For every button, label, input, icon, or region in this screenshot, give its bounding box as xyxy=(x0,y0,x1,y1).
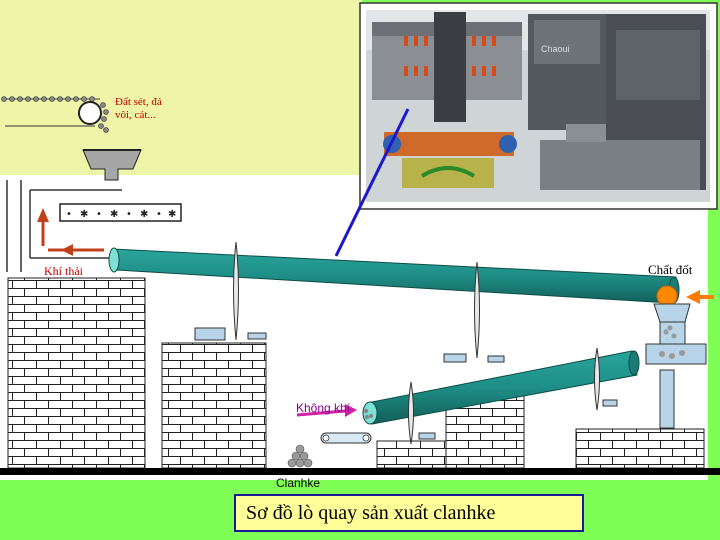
svg-text:✱: ✱ xyxy=(110,209,118,220)
svg-text:✱: ✱ xyxy=(140,209,148,220)
svg-text:•: • xyxy=(66,209,72,220)
clinker-conveyor xyxy=(320,432,372,444)
diagram-caption: Sơ đồ lò quay sản xuất clanhke xyxy=(234,494,584,532)
raw-materials-label: Đất sét, đá vôi, cát... xyxy=(115,96,162,121)
brick-supports xyxy=(7,277,705,469)
clinker-cooler xyxy=(362,350,640,425)
air-label: Không khí xyxy=(296,401,351,415)
svg-text:•: • xyxy=(156,209,162,220)
photo-nameplate: Chaoui xyxy=(541,44,570,54)
brick-pier-4 xyxy=(575,428,705,469)
exhaust-arrows xyxy=(37,208,104,256)
exhaust-duct xyxy=(6,180,122,272)
svg-text:•: • xyxy=(126,209,132,220)
fuel-burner xyxy=(645,285,714,429)
brick-pier-1 xyxy=(161,342,267,469)
feed-hopper xyxy=(82,149,142,181)
clinker-label: Clanhke xyxy=(276,476,321,490)
kiln-tyres xyxy=(233,241,600,445)
ground-line xyxy=(0,468,720,475)
brick-pier-3 xyxy=(376,440,447,469)
top-left-panel xyxy=(0,0,362,175)
drive-units xyxy=(194,327,618,440)
svg-text:✱: ✱ xyxy=(80,209,88,220)
brick-wall-left xyxy=(7,277,146,469)
svg-text:•: • xyxy=(96,209,102,220)
kiln-photo: Chaoui xyxy=(359,2,718,210)
fuel-label: Chất đốt xyxy=(648,262,693,277)
air-inlet-arrow xyxy=(296,404,357,417)
clinker-pile xyxy=(287,444,313,468)
svg-text:✱: ✱ xyxy=(168,209,176,220)
exhaust-gas-label: Khí thải xyxy=(44,264,83,278)
photo-pointer-line xyxy=(334,108,410,257)
rotary-kiln xyxy=(108,247,680,304)
feed-conveyor xyxy=(1,96,109,133)
preheater-chain: • ✱ • ✱ • ✱ • ✱ xyxy=(59,203,182,222)
